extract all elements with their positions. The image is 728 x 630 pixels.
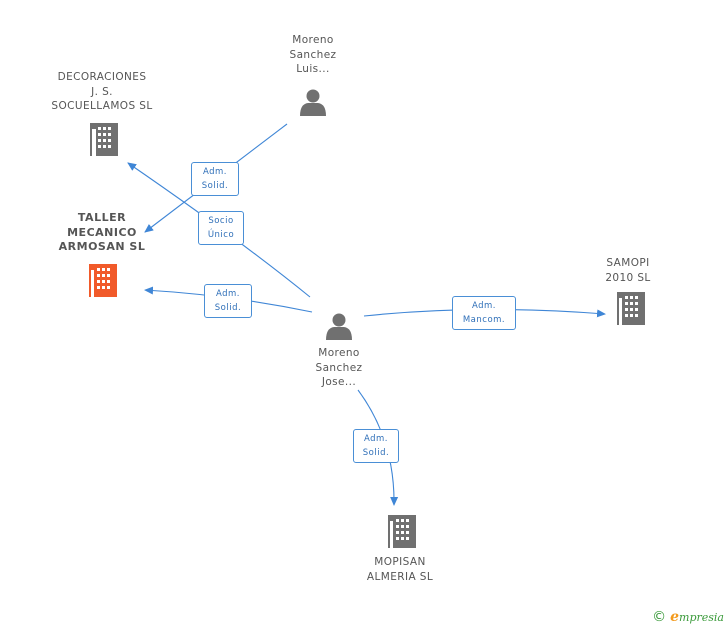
- node-label-decoraciones[interactable]: DECORACIONES J. S. SOCUELLAMOS SL: [40, 70, 164, 114]
- copyright-brand: © e mpresia: [652, 609, 724, 625]
- label-line: ARMOSAN SL: [58, 240, 146, 253]
- label-line: DECORACIONES: [57, 71, 147, 83]
- node-label-taller[interactable]: TALLER MECANICO ARMOSAN SL: [50, 211, 154, 255]
- label-line: Jose...: [321, 376, 357, 388]
- label-line: Sanchez: [289, 48, 337, 61]
- node-label-samopi[interactable]: SAMOPI 2010 SL: [588, 256, 668, 285]
- copyright-icon: ©: [652, 609, 667, 625]
- edge-label-line: Solid.: [201, 181, 229, 191]
- node-label-mopisan[interactable]: MOPISAN ALMERIA SL: [350, 555, 450, 584]
- edge-label-line: Adm.: [363, 434, 389, 444]
- label-line: Moreno: [292, 34, 334, 46]
- label-line: TALLER: [77, 211, 127, 224]
- label-line: MOPISAN: [374, 556, 426, 568]
- edge-label-line: Solid.: [214, 303, 242, 313]
- edge-label-line: Adm.: [471, 301, 497, 311]
- edge-label-line: Único: [207, 230, 235, 240]
- edge-label-jose-mopisan[interactable]: Adm. Solid.: [353, 429, 399, 463]
- person-icon[interactable]: [300, 89, 326, 117]
- brand-initial: e: [670, 609, 680, 625]
- label-line: MECANICO: [67, 225, 137, 239]
- edge-label-jose-decoraciones[interactable]: Socio Único: [198, 211, 244, 245]
- label-line: Luis...: [296, 63, 330, 75]
- label-line: SAMOPI: [606, 257, 650, 269]
- building-icon[interactable]: [617, 292, 645, 325]
- brand-name: mpresia: [679, 610, 724, 624]
- edge-label-jose-taller[interactable]: Adm. Solid.: [204, 284, 252, 318]
- label-line: Sanchez: [315, 361, 363, 374]
- edge-label-line: Socio: [208, 216, 234, 226]
- edge-label-line: Adm.: [202, 167, 228, 177]
- person-icon[interactable]: [326, 313, 352, 341]
- node-label-moreno-jose[interactable]: Moreno Sanchez Jose...: [289, 346, 389, 390]
- node-label-moreno-luis[interactable]: Moreno Sanchez Luis...: [263, 33, 363, 77]
- edge-label-line: Adm.: [215, 289, 241, 299]
- building-icon[interactable]: [90, 123, 118, 156]
- label-line: 2010 SL: [605, 271, 651, 284]
- label-line: SOCUELLAMOS SL: [51, 100, 153, 112]
- building-icon-focus[interactable]: [89, 264, 117, 297]
- label-line: ALMERIA SL: [366, 570, 434, 583]
- edge-label-line: Solid.: [362, 448, 390, 458]
- label-line: J. S.: [91, 85, 113, 98]
- label-line: Moreno: [318, 347, 360, 359]
- edge-label-line: Mancom.: [462, 315, 506, 325]
- building-icon[interactable]: [388, 515, 416, 548]
- edge-label-jose-samopi[interactable]: Adm. Mancom.: [452, 296, 516, 330]
- edge-label-luis-taller[interactable]: Adm. Solid.: [191, 162, 239, 196]
